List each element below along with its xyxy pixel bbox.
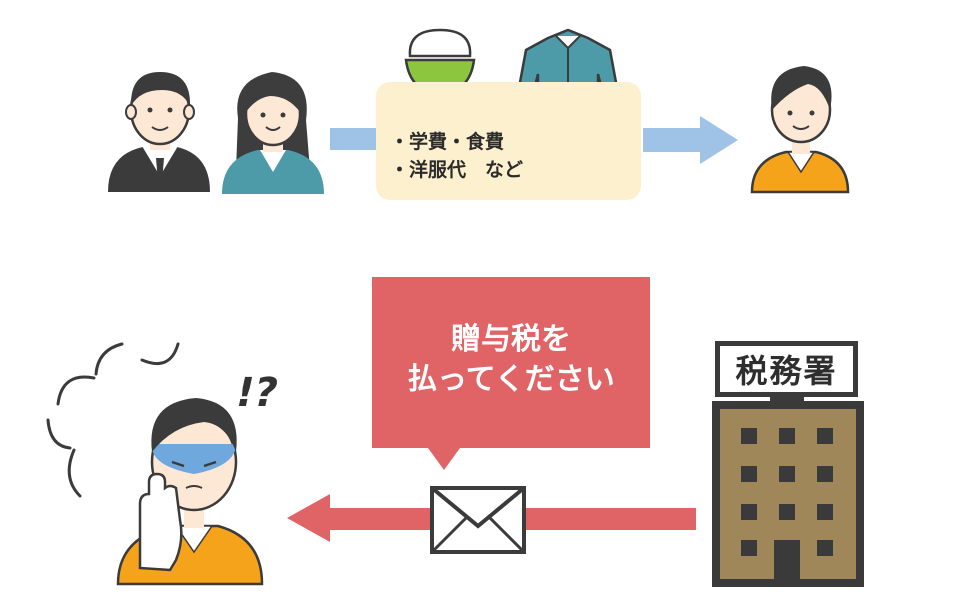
child-icon: [750, 66, 850, 194]
expense-item-tuition-food: ・学費・食費: [390, 131, 505, 153]
expense-card: [376, 82, 641, 200]
building-icon: [712, 397, 864, 587]
worried-person-icon: [116, 398, 264, 586]
notice-message: 贈与税を 払ってください: [372, 320, 650, 400]
expense-item-clothing: ・洋服代 など: [390, 159, 524, 181]
tax-office-sign-text: 税務署: [720, 346, 853, 392]
father-icon: [108, 72, 210, 192]
arrow-to-card: [330, 128, 376, 150]
notice-bubble: [372, 277, 650, 470]
envelope-icon: [430, 486, 526, 554]
tax-office-sign: 税務署: [715, 341, 858, 397]
notice-line-1: 贈与税を: [451, 322, 571, 357]
arrow-to-child: [643, 116, 738, 164]
expense-list: ・学費・食費 ・洋服代 など: [390, 128, 523, 184]
speech-burst-icon: [46, 342, 180, 498]
mother-icon: [222, 72, 324, 194]
notice-line-2: 払ってください: [407, 362, 615, 397]
